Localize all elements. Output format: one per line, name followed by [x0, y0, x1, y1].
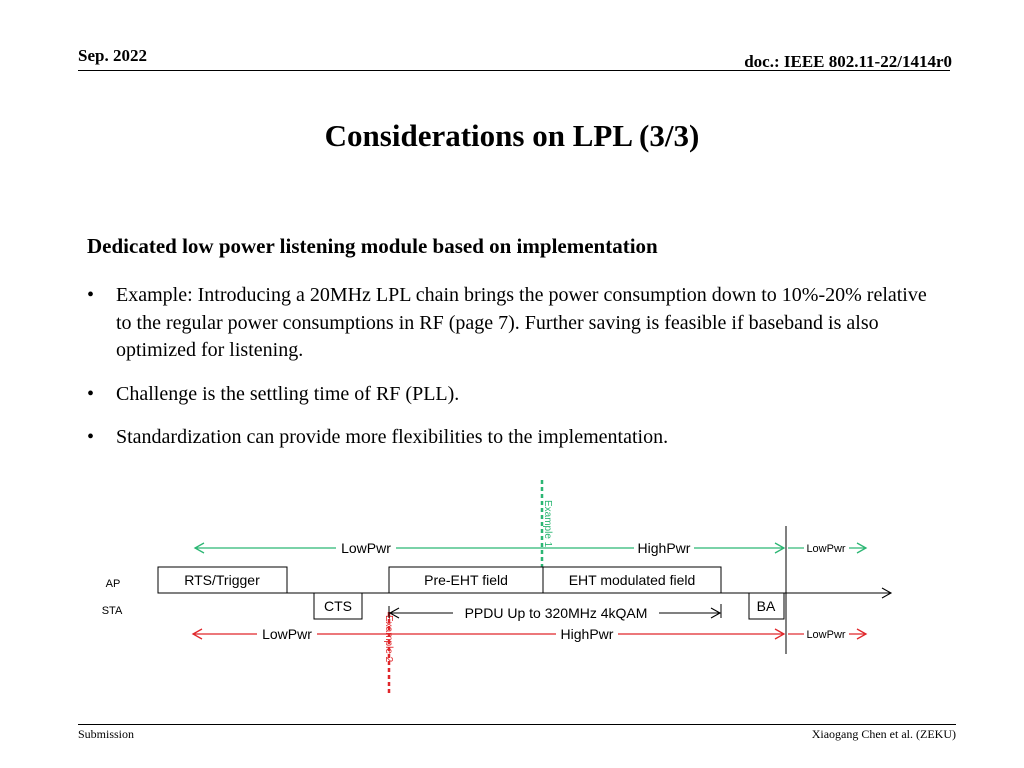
- eht-modulated-label: EHT modulated field: [569, 572, 696, 588]
- bullet-item: • Standardization can provide more flexi…: [87, 424, 947, 452]
- ap-label: AP: [106, 578, 121, 590]
- rts-trigger-label: RTS/Trigger: [184, 572, 260, 588]
- bullet-item: • Example: Introducing a 20MHz LPL chain…: [87, 282, 947, 365]
- bullet-list: • Example: Introducing a 20MHz LPL chain…: [87, 282, 947, 468]
- sta-label: STA: [102, 605, 123, 617]
- footer-rule: [78, 724, 956, 725]
- red-lowpwr-right-label: LowPwr: [806, 629, 845, 641]
- footer-submission: Submission: [78, 727, 135, 741]
- bullet-item: • Challenge is the settling time of RF (…: [87, 381, 947, 409]
- bullet-dot-icon: •: [87, 382, 95, 405]
- header-rule: [78, 70, 950, 71]
- bullet-dot-icon: •: [87, 284, 95, 306]
- header-doc-id: doc.: IEEE 802.11-22/1414r0: [744, 52, 952, 71]
- cts-label: CTS: [324, 598, 352, 614]
- green-lowpwr-label: LowPwr: [341, 540, 391, 556]
- green-lowpwr-right-label: LowPwr: [806, 543, 845, 555]
- bullet-dot-icon: •: [87, 426, 95, 448]
- example2-label: Example 2: [383, 615, 394, 663]
- bullet-text: Standardization can provide more flexibi…: [116, 426, 669, 448]
- subheading: Dedicated low power listening module bas…: [87, 234, 658, 258]
- cts-box: [313, 592, 363, 620]
- eht-modulated-box: [542, 566, 722, 594]
- ba-box: [748, 592, 785, 620]
- green-highpwr-label: HighPwr: [638, 540, 691, 556]
- rts-trigger-box: [157, 566, 288, 594]
- ppdu-label: PPDU Up to 320MHz 4kQAM: [465, 605, 648, 621]
- example1-label: Example 1: [542, 500, 553, 548]
- pre-eht-label: Pre-EHT field: [424, 572, 508, 588]
- header-date: Sep. 2022: [78, 46, 147, 65]
- footer-authors: Xiaogang Chen et al. (ZEKU): [811, 727, 956, 741]
- pre-eht-box: [388, 566, 544, 594]
- ba-label: BA: [757, 598, 776, 614]
- red-highpwr-label: HighPwr: [561, 626, 614, 642]
- slide-title: Considerations on LPL (3/3): [324, 118, 700, 153]
- bullet-text: Example: Introducing a 20MHz LPL chain b…: [116, 284, 927, 361]
- bullet-text: Challenge is the settling time of RF (PL…: [116, 382, 460, 405]
- red-lowpwr-label: LowPwr: [262, 626, 312, 642]
